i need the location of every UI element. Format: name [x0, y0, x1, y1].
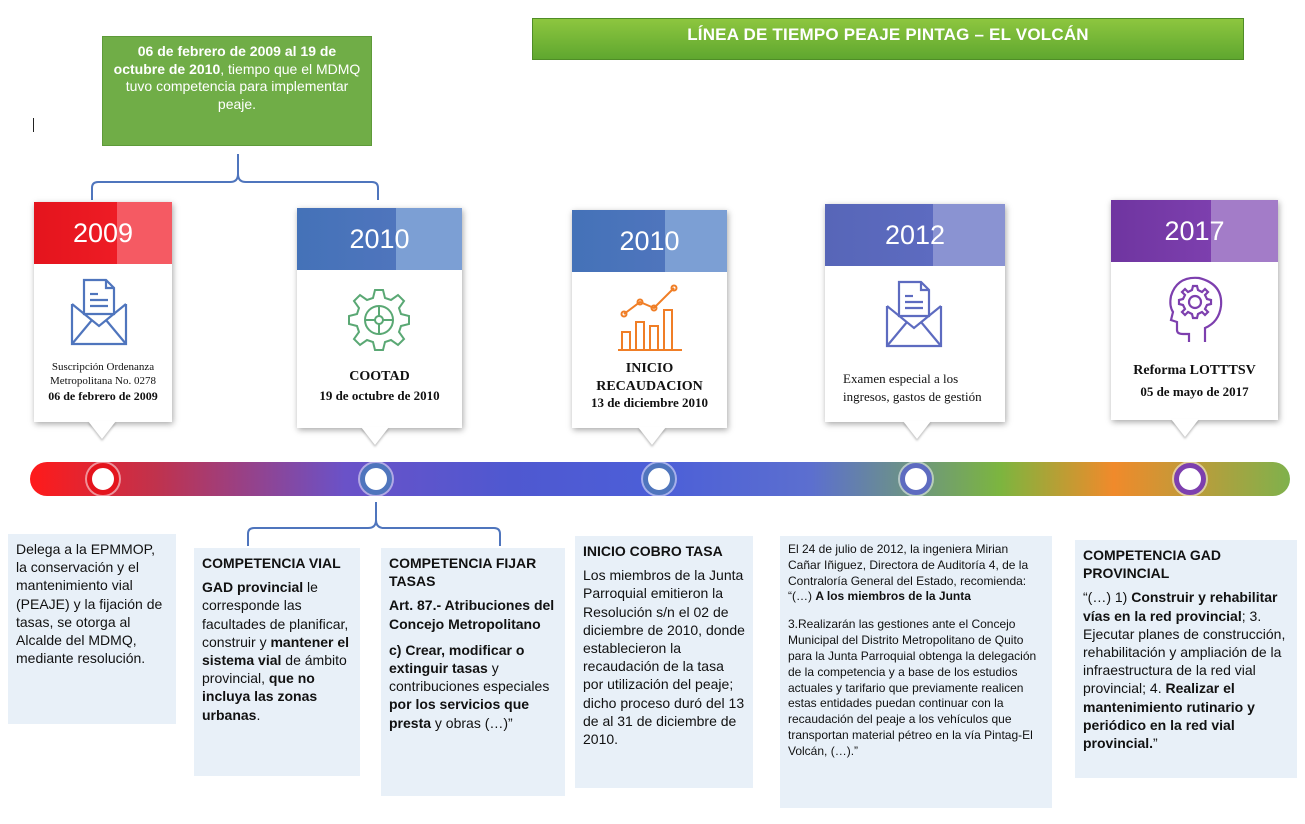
timeline-card-2009: 2009 Suscripción Ordenanza Metropolitana…	[34, 202, 172, 439]
competence-period-note: 06 de febrero de 2009 al 19 de octubre d…	[102, 36, 372, 146]
year-header: 2012	[825, 204, 1005, 266]
year-header: 2009	[34, 202, 172, 264]
timeline-node-2010-recaudacion	[643, 463, 675, 495]
bottom-bracket	[247, 502, 501, 546]
envelope-document-icon	[70, 278, 128, 346]
timeline-card-2017: 2017 Reforma LOTTTSV 05 de mayo de 2017	[1111, 200, 1278, 437]
timeline-card-2010-cootad: 2010 COOTAD 19 de octubre de 2010	[297, 208, 462, 445]
card-caption: Examen especial a los ingresos, gastos d…	[843, 371, 982, 404]
delega-box: Delega a la EPMMOP, la conservación y el…	[8, 534, 176, 724]
timeline-card-2012: 2012 Examen especial a los ingresos, gas…	[825, 204, 1005, 439]
top-bracket	[91, 154, 379, 200]
competencia-vial-box: COMPETENCIA VIAL GAD provincial le corre…	[194, 548, 360, 776]
inicio-cobro-tasa-box: INICIO COBRO TASA Los miembros de la Jun…	[575, 536, 753, 788]
timeline-title: LÍNEA DE TIEMPO PEAJE PINTAG – EL VOLCÁN	[532, 18, 1244, 60]
head-gear-icon	[1169, 276, 1223, 342]
competencia-fijar-tasas-box: COMPETENCIA FIJAR TASAS Art. 87.- Atribu…	[381, 548, 565, 796]
envelope-document-icon	[885, 280, 943, 348]
year-header: 2010	[297, 208, 462, 270]
card-caption: INICIO RECAUDACION 13 de diciembre 2010	[590, 361, 709, 410]
card-pointer	[361, 427, 389, 445]
timeline-node-2017	[1174, 463, 1206, 495]
timeline-node-2012	[900, 463, 932, 495]
timeline-node-2009	[87, 463, 119, 495]
timeline-card-2010-recaudacion: 2010 INICIO RECAUDACION 13 de diciembre …	[572, 210, 727, 445]
timeline-node-2010-cootad	[360, 463, 392, 495]
text-cursor-mark	[33, 118, 34, 132]
card-pointer	[638, 427, 666, 445]
card-pointer	[903, 421, 931, 439]
year-header: 2017	[1111, 200, 1278, 262]
competencia-gad-provincial-box: COMPETENCIA GAD PROVINCIAL “(…) 1) Const…	[1075, 540, 1297, 778]
card-pointer	[1171, 419, 1199, 437]
contraloria-box: El 24 de julio de 2012, la ingeniera Mir…	[780, 536, 1052, 808]
bar-chart-growth-icon	[618, 284, 682, 351]
card-caption: Reforma LOTTTSV 05 de mayo de 2017	[1133, 363, 1256, 399]
year-header: 2010	[572, 210, 727, 272]
card-caption: COOTAD 19 de octubre de 2010	[319, 369, 440, 403]
card-pointer	[88, 421, 116, 439]
card-caption: Suscripción Ordenanza Metropolitana No. …	[48, 361, 158, 403]
gear-icon	[348, 289, 410, 351]
